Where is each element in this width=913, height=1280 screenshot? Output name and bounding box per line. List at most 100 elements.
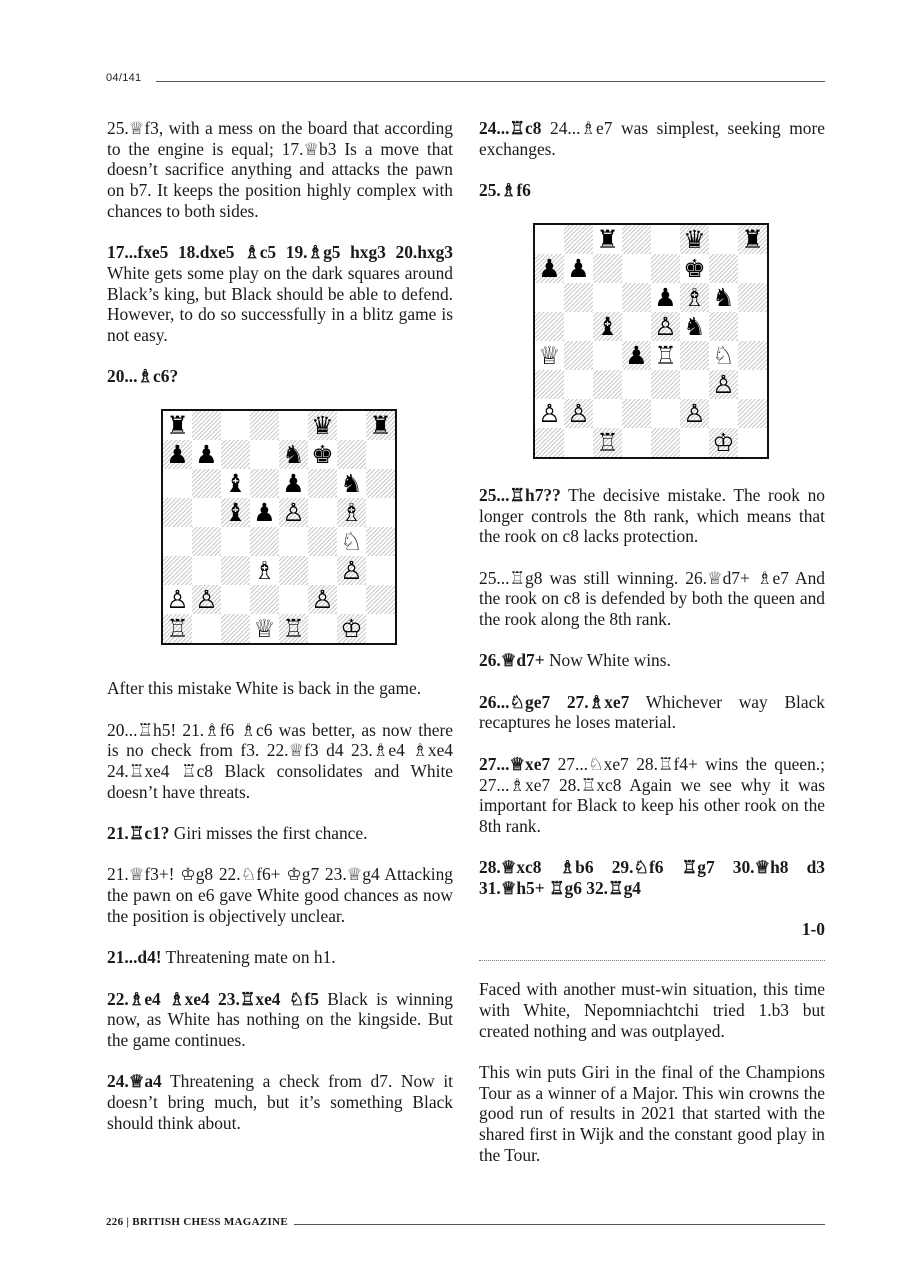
dark-square bbox=[651, 427, 680, 457]
dark-square bbox=[651, 369, 680, 399]
dark-square bbox=[279, 440, 308, 470]
light-square bbox=[279, 585, 308, 614]
black-pawn-icon: ♟ bbox=[282, 469, 305, 499]
dark-square bbox=[651, 311, 680, 341]
light-square bbox=[366, 498, 395, 527]
paragraph: 17...fxe5 18.dxe5 ♗c5 19.♗g5 hxg3 20.hxg… bbox=[107, 242, 453, 346]
commentary: Giri misses the first chance. bbox=[169, 823, 368, 843]
commentary: Threatening a check from d7. Now it does… bbox=[107, 1071, 453, 1133]
light-square bbox=[738, 312, 767, 341]
dark-square bbox=[535, 427, 564, 457]
moves: 24.♕a4 bbox=[107, 1071, 162, 1092]
black-king-icon: ♚ bbox=[311, 440, 334, 470]
dark-square bbox=[279, 614, 308, 644]
black-knight-icon: ♞ bbox=[712, 282, 735, 312]
paragraph: 22.♗e4 ♗xe4 23.♖xe4 ♘f5 Black is winning… bbox=[107, 989, 453, 1051]
dark-square bbox=[250, 585, 279, 615]
white-pawn-icon: ♙ bbox=[340, 556, 363, 586]
light-square bbox=[535, 225, 564, 254]
dark-square bbox=[564, 224, 593, 254]
dark-square bbox=[192, 469, 221, 499]
light-square bbox=[738, 254, 767, 283]
light-square bbox=[308, 614, 337, 643]
dark-square bbox=[535, 253, 564, 283]
moves: 26.♕d7+ bbox=[479, 650, 545, 671]
dark-square bbox=[337, 498, 366, 528]
light-square bbox=[622, 312, 651, 341]
right-column: 24...♖c8 24...♗e7 was simplest, seeking … bbox=[479, 118, 825, 1186]
light-square bbox=[308, 498, 337, 527]
dark-square bbox=[535, 311, 564, 341]
white-pawn-icon: ♙ bbox=[683, 398, 706, 428]
light-square bbox=[680, 428, 709, 457]
light-square bbox=[535, 283, 564, 312]
commentary: Now White wins. bbox=[544, 650, 671, 671]
dark-square bbox=[308, 469, 337, 499]
paragraph: 21...d4! Threatening mate on h1. bbox=[107, 947, 453, 968]
white-queen-icon: ♕ bbox=[253, 614, 276, 644]
white-pawn-icon: ♙ bbox=[195, 585, 218, 615]
footer-text: 226 | BRITISH CHESS MAGAZINE bbox=[106, 1216, 294, 1228]
dark-square bbox=[622, 398, 651, 428]
paragraph: After this mistake White is back in the … bbox=[107, 678, 422, 699]
dark-square bbox=[738, 224, 767, 254]
dark-square bbox=[738, 340, 767, 370]
black-knight-icon: ♞ bbox=[282, 440, 305, 470]
paragraph: 28.♕xc8 ♗b6 29.♘f6 ♖g7 30.♕h8 d3 31.♕h5+… bbox=[479, 857, 825, 898]
dark-square bbox=[709, 311, 738, 341]
moves: 22.♗e4 ♗xe4 23.♖xe4 ♘f5 bbox=[107, 988, 319, 1009]
dark-square bbox=[622, 340, 651, 370]
dark-square bbox=[593, 311, 622, 341]
light-square bbox=[221, 527, 250, 556]
paragraph: 24...♖c8 24...♗e7 was simplest, seeking … bbox=[479, 118, 825, 159]
light-square bbox=[709, 399, 738, 428]
dark-square bbox=[250, 469, 279, 499]
page-footer: 226 | BRITISH CHESS MAGAZINE bbox=[106, 1216, 825, 1236]
light-square bbox=[651, 225, 680, 254]
dark-square bbox=[366, 527, 395, 557]
dark-square bbox=[738, 282, 767, 312]
light-square bbox=[279, 411, 308, 440]
dark-square bbox=[308, 585, 337, 615]
dark-square bbox=[366, 411, 395, 441]
black-pawn-icon: ♟ bbox=[654, 282, 677, 312]
light-square bbox=[221, 411, 250, 440]
white-rook-icon: ♖ bbox=[654, 340, 677, 370]
commentary: White gets some play on the dark squares… bbox=[107, 262, 453, 346]
dark-square bbox=[221, 614, 250, 644]
light-square bbox=[622, 428, 651, 457]
paragraph: 26...♘ge7 27.♗xe7 Whichever way Black re… bbox=[479, 692, 825, 733]
white-king-icon: ♔ bbox=[712, 427, 735, 457]
moves: 25.♗f6 bbox=[479, 180, 531, 201]
white-pawn-icon: ♙ bbox=[654, 311, 677, 341]
light-square bbox=[709, 225, 738, 254]
light-square bbox=[366, 440, 395, 469]
dark-square bbox=[593, 253, 622, 283]
paragraph: 21.♕f3+! ♔g8 22.♘f6+ ♔g7 23.♕g4 Attackin… bbox=[107, 864, 453, 926]
white-knight-icon: ♘ bbox=[712, 340, 735, 370]
chess-diagram-2: ♜♛♜♟♟♚♟♗♞♝♙♞♕♟♖♘♙♙♙♙♖♔ bbox=[533, 222, 769, 459]
black-pawn-icon: ♟ bbox=[567, 253, 590, 283]
light-square bbox=[593, 283, 622, 312]
light-square bbox=[564, 428, 593, 457]
header-rule bbox=[156, 81, 825, 82]
white-pawn-icon: ♙ bbox=[311, 585, 334, 615]
moves: 21...d4! bbox=[107, 947, 162, 968]
chess-diagram-1: ♜♛♜♟♟♞♚♝♟♞♝♟♙♗♘♗♙♙♙♙♖♕♖♔ bbox=[161, 409, 397, 646]
light-square bbox=[738, 370, 767, 399]
left-column: 25.♕f3, with a mess on the board that ac… bbox=[107, 118, 453, 1154]
black-queen-icon: ♛ bbox=[683, 224, 706, 254]
dark-square bbox=[163, 614, 192, 644]
paragraph: 25.♕f3, with a mess on the board that ac… bbox=[107, 118, 453, 221]
light-square bbox=[250, 440, 279, 469]
paragraph: 25...♖g8 was still winning. 26.♕d7+ ♗e7 … bbox=[479, 567, 825, 629]
paragraph: 24.♕a4 Threatening a check from d7. Now … bbox=[107, 1071, 453, 1133]
footer-rule bbox=[294, 1224, 825, 1225]
white-knight-icon: ♘ bbox=[340, 527, 363, 557]
moves: 24...♖c8 bbox=[479, 118, 542, 138]
black-knight-icon: ♞ bbox=[340, 469, 363, 499]
dark-square bbox=[337, 556, 366, 586]
dark-square bbox=[192, 585, 221, 615]
white-rook-icon: ♖ bbox=[596, 427, 619, 457]
light-square bbox=[221, 585, 250, 614]
